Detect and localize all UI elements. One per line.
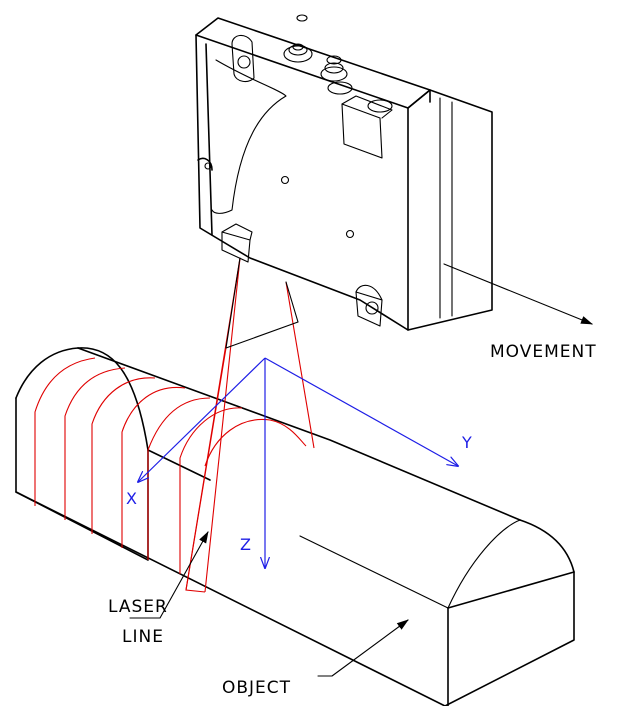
laser-line-leader: [129, 531, 209, 619]
movement-label: MOVEMENT: [490, 342, 597, 362]
laser-beam: [185, 257, 315, 593]
object-body: [15, 347, 575, 706]
connector-2: [320, 55, 353, 95]
coordinate-axes: X Y Z: [126, 357, 472, 568]
laser-sensor-housing: [195, 14, 493, 331]
laser-profile-lines: [34, 357, 307, 574]
object-leader: [317, 619, 409, 677]
y-axis-label: Y: [461, 433, 472, 452]
line-label: LINE: [122, 627, 164, 647]
laser-label: LASER: [108, 597, 168, 617]
y-axis-arrow: [264, 357, 458, 466]
x-axis-label: X: [126, 489, 137, 508]
leaders: [129, 263, 593, 677]
x-axis-arrow: [138, 357, 266, 482]
object-label: OBJECT: [222, 678, 291, 698]
z-axis-label: Z: [240, 535, 251, 554]
connector-1: [283, 43, 313, 63]
movement-arrow: [443, 263, 593, 325]
